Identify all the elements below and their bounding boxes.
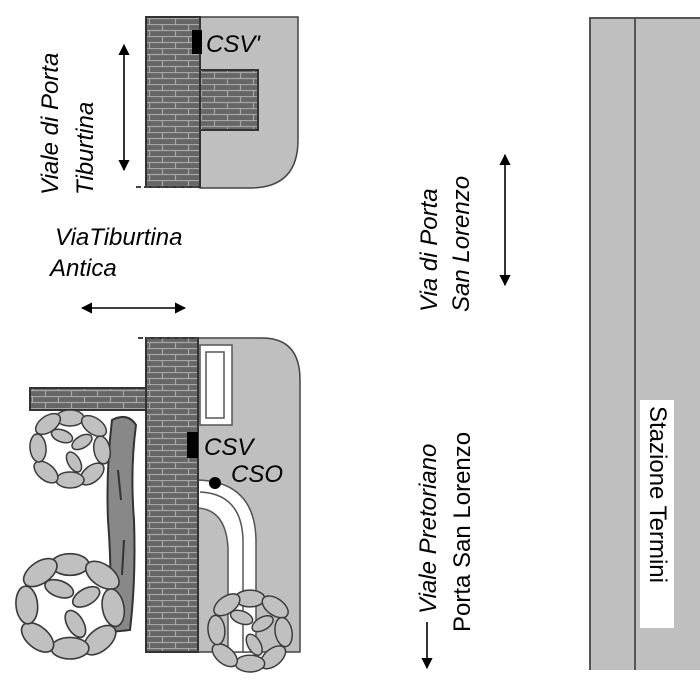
porta-tiburtina-block xyxy=(136,16,299,189)
porta-san-lorenzo-block xyxy=(29,337,301,653)
tree-icon xyxy=(29,409,111,489)
via-tiburtina-antica-label-line1: ViaTiburtina xyxy=(55,224,182,251)
viale-porta-tiburtina-label-line2: Tiburtina xyxy=(72,102,99,195)
viale-porta-tiburtina-label-line1: Viale di Porta xyxy=(37,53,64,195)
csv-prime-label: CSV' xyxy=(206,31,261,58)
cso-label: CSO xyxy=(231,461,283,488)
stazione-termini-label: Stazione Termini xyxy=(644,406,671,583)
via-porta-san-lorenzo-label-line1: Via di Porta xyxy=(416,188,443,312)
csv-prime-sensor-icon xyxy=(192,30,202,54)
stazione-termini-label-box xyxy=(640,400,674,628)
via-tiburtina-antica-label-line2: Antica xyxy=(48,255,117,282)
viale-pretoriano-label: Viale Pretoriano xyxy=(415,444,442,614)
via-porta-san-lorenzo-label-line2: San Lorenzo xyxy=(448,176,475,312)
porta-san-lorenzo-label: Porta San Lorenzo xyxy=(449,432,476,632)
cso-point-icon xyxy=(209,477,221,489)
tree-icon xyxy=(15,552,126,660)
csv-label: CSV xyxy=(204,434,255,461)
csv-sensor-icon xyxy=(187,432,198,458)
tree-icon xyxy=(207,589,293,673)
